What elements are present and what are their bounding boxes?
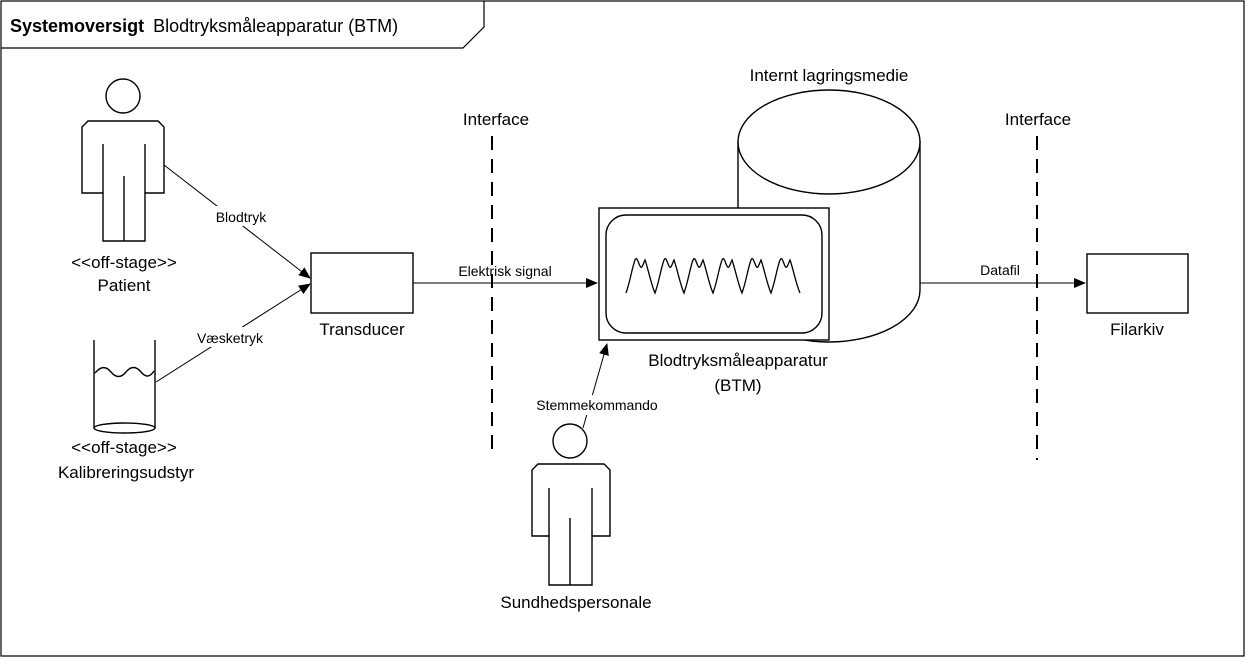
vaesketryk-label-bg xyxy=(190,327,270,347)
filarkiv-block xyxy=(1086,253,1189,314)
stemme-connector xyxy=(582,343,609,429)
stemme-label-bg xyxy=(524,395,670,415)
patient-actor-icon xyxy=(81,78,165,242)
staff-actor-icon xyxy=(531,423,611,586)
storage-label: Internt lagringsmedie xyxy=(750,66,909,85)
stemme-label: Stemmekommando xyxy=(536,397,658,413)
title-tab xyxy=(1,1,485,49)
btm-screen xyxy=(605,214,823,334)
interface-left-label: Interface xyxy=(463,110,529,129)
staff-label: Sundhedspersonale xyxy=(500,593,651,612)
transducer-block xyxy=(310,252,414,314)
frame-title-bold: Systemoversigt xyxy=(10,16,144,36)
datafil-label: Datafil xyxy=(980,262,1020,278)
beaker-icon xyxy=(93,340,156,434)
btm-label-line2: (BTM) xyxy=(714,376,761,395)
interface-right-label: Interface xyxy=(1005,110,1071,129)
frame-title: Systemoversigt Blodtryksmåleapparatur (B… xyxy=(10,16,398,36)
pressure-waveform-icon xyxy=(625,258,801,295)
transducer-label: Transducer xyxy=(319,320,405,339)
calibration-label: Kalibreringsudstyr xyxy=(58,463,194,482)
elektrisk-label: Elektrisk signal xyxy=(458,263,551,279)
calibration-stereotype: <<off-stage>> xyxy=(71,438,177,457)
frame-title-rest: Blodtryksmåleapparatur (BTM) xyxy=(153,16,398,36)
blodtryk-label-bg xyxy=(208,206,274,226)
vaesketryk-label: Væsketryk xyxy=(197,330,264,346)
blodtryk-label: Blodtryk xyxy=(216,209,268,225)
btm-label-line1: Blodtryksmåleapparatur xyxy=(648,351,828,370)
patient-label: Patient xyxy=(98,276,151,295)
patient-stereotype: <<off-stage>> xyxy=(71,253,177,272)
filarkiv-label: Filarkiv xyxy=(1110,320,1164,339)
